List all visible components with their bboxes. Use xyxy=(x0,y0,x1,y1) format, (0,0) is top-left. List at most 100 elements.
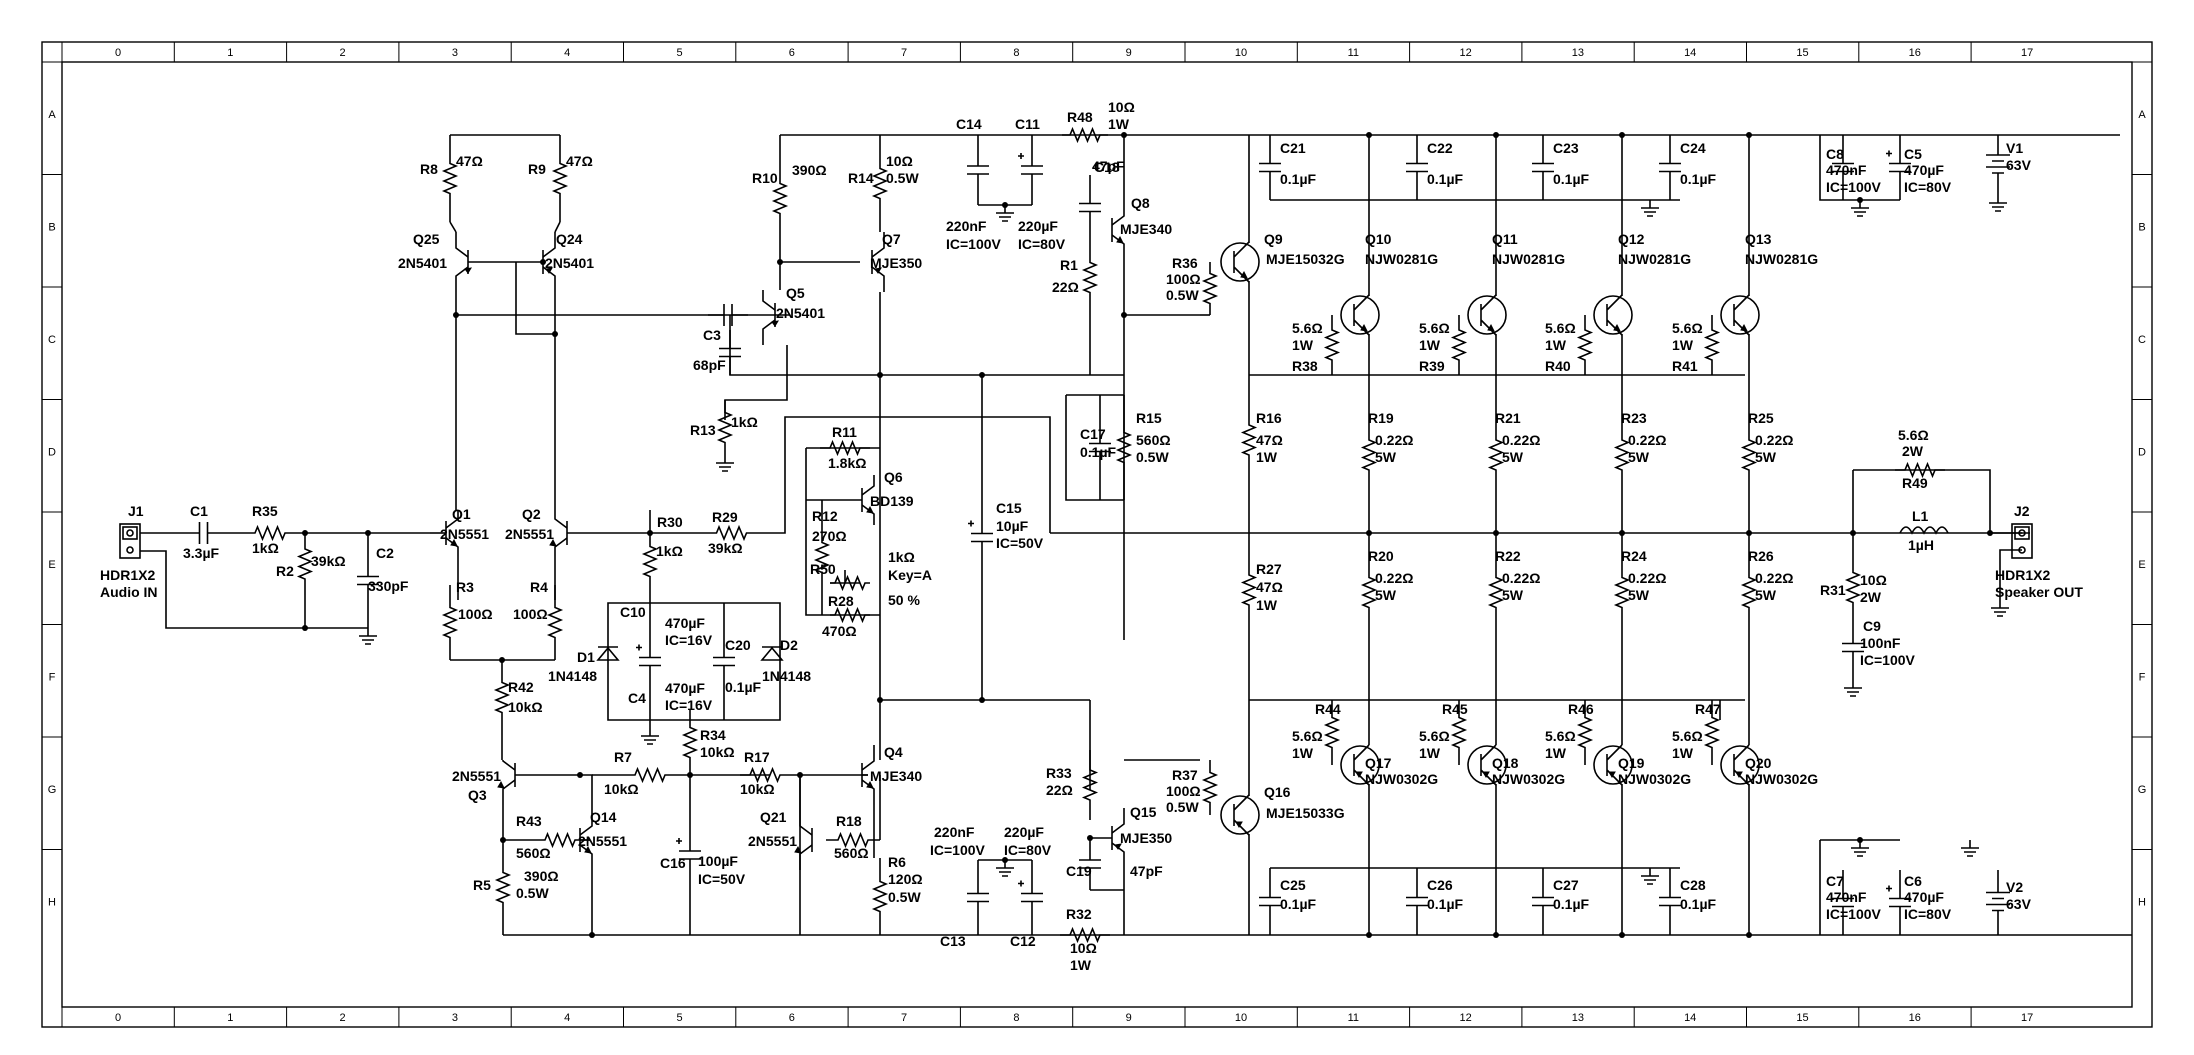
J2-ref: J2 xyxy=(2014,503,2030,519)
R37-value2: 0.5W xyxy=(1166,799,1199,815)
V2-ref: V2 xyxy=(2006,879,2023,895)
R16-value: 47Ω xyxy=(1256,432,1283,448)
Q25-value: 2N5401 xyxy=(398,255,447,271)
column-label-bottom: 11 xyxy=(1348,1012,1359,1024)
C2-capacitor xyxy=(357,533,379,628)
Q18-ref: Q18 xyxy=(1492,755,1519,771)
R1-ref: R1 xyxy=(1060,257,1078,273)
Q17-ref: Q17 xyxy=(1365,755,1392,771)
Q3-value: 2N5551 xyxy=(452,768,501,784)
R35-ref: R35 xyxy=(252,503,278,519)
column-label-top: 0 xyxy=(115,47,121,59)
R9-value: 47Ω xyxy=(566,153,593,169)
D1-value: 1N4148 xyxy=(548,668,597,684)
Q21-ref: Q21 xyxy=(760,809,787,825)
D2-ref: D2 xyxy=(780,637,798,653)
column-label-top: 15 xyxy=(1796,47,1808,59)
C11-value2: IC=80V xyxy=(1018,236,1066,252)
C5-ref: C5 xyxy=(1904,146,1922,162)
R47-value: 5.6Ω xyxy=(1672,728,1703,744)
Q19-value: NJW0302G xyxy=(1618,771,1691,787)
R27-resistor xyxy=(1240,560,1258,620)
Q12-transistor-body xyxy=(1593,295,1633,335)
R33-value: 22Ω xyxy=(1046,782,1073,798)
Q14-value: 2N5551 xyxy=(578,833,627,849)
wire xyxy=(755,416,1051,534)
column-label-top: 17 xyxy=(2021,47,2033,59)
C15-value2: IC=50V xyxy=(996,535,1044,551)
row-label-left: H xyxy=(48,897,56,909)
Q13-transistor xyxy=(1733,294,1750,336)
R44-resistor xyxy=(1323,700,1341,765)
wire xyxy=(1065,395,1124,501)
column-label-bottom: 1 xyxy=(227,1012,233,1024)
C5-value2: IC=80V xyxy=(1904,179,1952,195)
C8-ref: C8 xyxy=(1826,146,1844,162)
J1-connector xyxy=(119,523,141,559)
R5-value2: 0.5W xyxy=(516,885,549,901)
C14-ref: C14 xyxy=(956,116,982,132)
C4-ref: C4 xyxy=(628,690,646,706)
Q2-value: 2N5551 xyxy=(505,526,554,542)
R28-resistor xyxy=(830,606,870,624)
C7-capacitor xyxy=(1832,870,1854,935)
ground-C8 xyxy=(1851,200,1869,217)
row-label-left: B xyxy=(48,222,55,234)
R25-resistor xyxy=(1740,420,1758,490)
C26-value: 0.1µF xyxy=(1427,896,1464,912)
row-label-right: D xyxy=(2138,447,2146,459)
C1-capacitor xyxy=(185,522,222,544)
column-label-bottom: 7 xyxy=(901,1012,907,1024)
R8-resistor xyxy=(441,135,459,222)
Q11-transistor xyxy=(1480,294,1497,336)
R42-value: 10kΩ xyxy=(508,699,543,715)
C2-value: 330pF xyxy=(368,578,409,594)
R30-ref: R30 xyxy=(657,514,683,530)
R23-ref: R23 xyxy=(1621,410,1647,426)
R10-resistor xyxy=(771,135,789,262)
row-label-left: G xyxy=(48,784,57,796)
Q14-transistor-arrow xyxy=(584,845,592,854)
C24-value: 0.1µF xyxy=(1680,171,1717,187)
junction-dot xyxy=(1493,932,1499,938)
R18-ref: R18 xyxy=(836,813,862,829)
C6-value2: IC=80V xyxy=(1904,906,1952,922)
J2-connector xyxy=(2011,523,2033,559)
Q16-ref: Q16 xyxy=(1264,784,1291,800)
R45-resistor xyxy=(1450,700,1468,765)
R5-value: 390Ω xyxy=(524,868,559,884)
C24-capacitor xyxy=(1659,135,1681,200)
R7-value: 10kΩ xyxy=(604,781,639,797)
R8-ref: R8 xyxy=(420,161,438,177)
R10-ref: R10 xyxy=(752,170,778,186)
column-label-bottom: 14 xyxy=(1684,1012,1696,1024)
R15-value2: 0.5W xyxy=(1136,449,1169,465)
R41-resistor xyxy=(1703,315,1721,375)
R21-value2: 5W xyxy=(1502,449,1524,465)
C13-capacitor xyxy=(967,860,989,935)
column-label-top: 13 xyxy=(1572,47,1584,59)
R24-value: 0.22Ω xyxy=(1628,570,1666,586)
R47-value2: 1W xyxy=(1672,745,1694,761)
C10-ref: C10 xyxy=(620,604,646,620)
Q9-transistor xyxy=(1233,241,1250,283)
row-label-right: F xyxy=(2139,672,2146,684)
Q5-transistor-arrow xyxy=(771,320,779,327)
R48-ref: R48 xyxy=(1067,109,1093,125)
R32-value2: 1W xyxy=(1070,957,1092,973)
J1-connector-pin1 xyxy=(126,529,134,537)
C16-value: 100µF xyxy=(698,853,738,869)
J1-connector-pin xyxy=(122,526,138,540)
column-label-bottom: 16 xyxy=(1909,1012,1921,1024)
polarity-mark xyxy=(1886,885,1892,892)
Q15-value: MJE350 xyxy=(1120,830,1172,846)
R36-value2: 0.5W xyxy=(1166,287,1199,303)
C21-ref: C21 xyxy=(1280,140,1306,156)
C5-value: 470µF xyxy=(1904,162,1944,178)
R30-value: 1kΩ xyxy=(656,543,683,559)
C23-ref: C23 xyxy=(1553,140,1579,156)
C9-value2: IC=100V xyxy=(1860,652,1916,668)
C17-capacitor xyxy=(1089,395,1111,500)
Q24-value: 2N5401 xyxy=(545,255,594,271)
R44-value: 5.6Ω xyxy=(1292,728,1323,744)
